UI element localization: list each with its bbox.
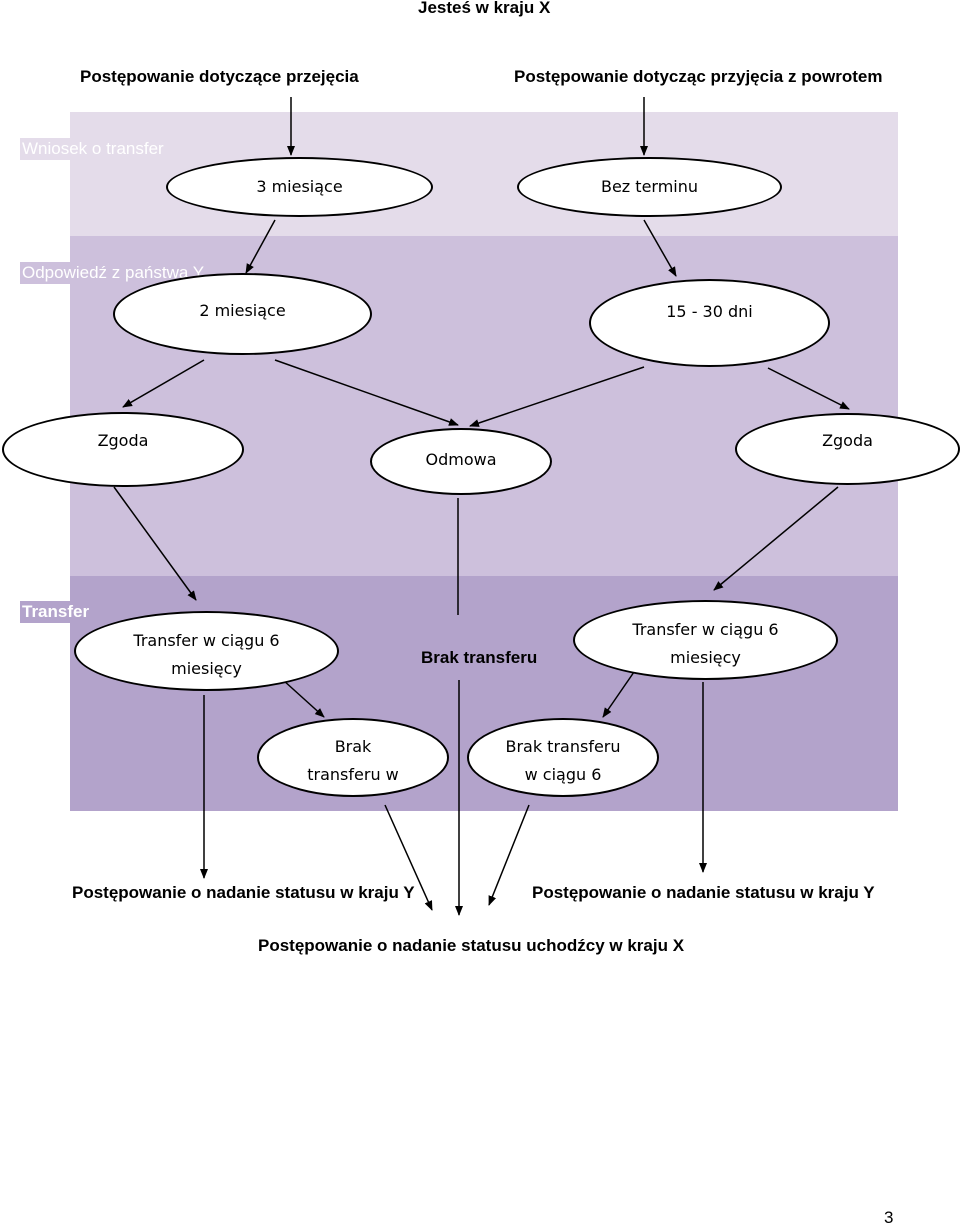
- node-no-deadline-label: Bez terminu: [600, 177, 699, 196]
- arrow-noterm-to-15: [643, 219, 677, 277]
- arrow-notransfer-right-to-status-x: [488, 804, 530, 906]
- page-title: Jesteś w kraju X: [418, 0, 551, 17]
- node-transfer-right-line1: Transfer w ciągu 6: [632, 620, 779, 639]
- node-refusal-label: Odmowa: [425, 450, 497, 469]
- node-15-30-days: 15 - 30 dni: [589, 279, 830, 367]
- arrow-15-to-agree: [767, 367, 850, 410]
- outcome-status-y-left: Postępowanie o nadanie statusu w kraju Y: [72, 883, 415, 902]
- band-label-request: Wniosek o transfer: [20, 138, 166, 160]
- node-transfer-left: Transfer w ciągu 6 miesięcy: [74, 611, 339, 691]
- node-three-months: 3 miesiące: [166, 157, 433, 217]
- node-transfer-right: Transfer w ciągu 6 miesięcy: [573, 600, 838, 680]
- arrow-agree-to-transfer-right: [713, 486, 839, 591]
- band-label-response: Odpowiedź z państwa Y: [20, 262, 207, 284]
- node-no-transfer-right-line2: w ciągu 6: [524, 765, 602, 784]
- node-transfer-right-line2: miesięcy: [670, 648, 741, 667]
- arrow-transfer-right-to-notransfer: [602, 671, 635, 718]
- node-agree-right: Zgoda: [735, 413, 960, 485]
- header-right: Postępowanie dotycząc przyjęcia z powrot…: [514, 67, 883, 86]
- node-15-30-days-label: 15 - 30 dni: [666, 302, 753, 321]
- node-no-transfer-center: Brak transferu: [421, 648, 538, 667]
- arrow-2m-to-agree: [122, 359, 205, 408]
- arrow-transfer-left-to-notransfer: [282, 679, 325, 718]
- node-refusal: Odmowa: [370, 428, 552, 495]
- node-three-months-label: 3 miesiące: [256, 177, 343, 196]
- outcome-status-x: Postępowanie o nadanie statusu uchodźcy …: [258, 936, 685, 955]
- node-transfer-left-line1: Transfer w ciągu 6: [133, 631, 280, 650]
- arrow-15-to-refusal: [469, 366, 645, 427]
- arrow-2m-to-refusal: [274, 359, 459, 426]
- node-no-transfer-right-line1: Brak transferu: [505, 737, 621, 756]
- node-transfer-left-line2: miesięcy: [171, 659, 242, 678]
- arrow-notransfer-left-to-status-x: [384, 804, 433, 911]
- node-agree-left: Zgoda: [2, 412, 244, 487]
- node-no-transfer-left-line1: Brak: [334, 737, 372, 756]
- header-left: Postępowanie dotyczące przejęcia: [80, 67, 359, 86]
- node-no-transfer-left: Brak transferu w: [257, 718, 449, 797]
- outcome-status-y-right: Postępowanie o nadanie statusu w kraju Y: [532, 883, 875, 902]
- page-number: 3: [884, 1208, 894, 1227]
- arrow-agree-to-transfer-left: [113, 486, 197, 601]
- node-agree-left-label: Zgoda: [97, 431, 149, 450]
- node-two-months-label: 2 miesiące: [199, 301, 286, 320]
- arrow-3m-to-2m: [245, 219, 276, 274]
- node-no-transfer-right: Brak transferu w ciągu 6: [467, 718, 659, 797]
- node-no-transfer-left-line2: transferu w: [307, 765, 399, 784]
- node-agree-right-label: Zgoda: [822, 431, 873, 450]
- band-label-transfer: Transfer: [20, 601, 92, 623]
- node-two-months: 2 miesiące: [113, 273, 372, 355]
- node-no-deadline: Bez terminu: [517, 157, 782, 217]
